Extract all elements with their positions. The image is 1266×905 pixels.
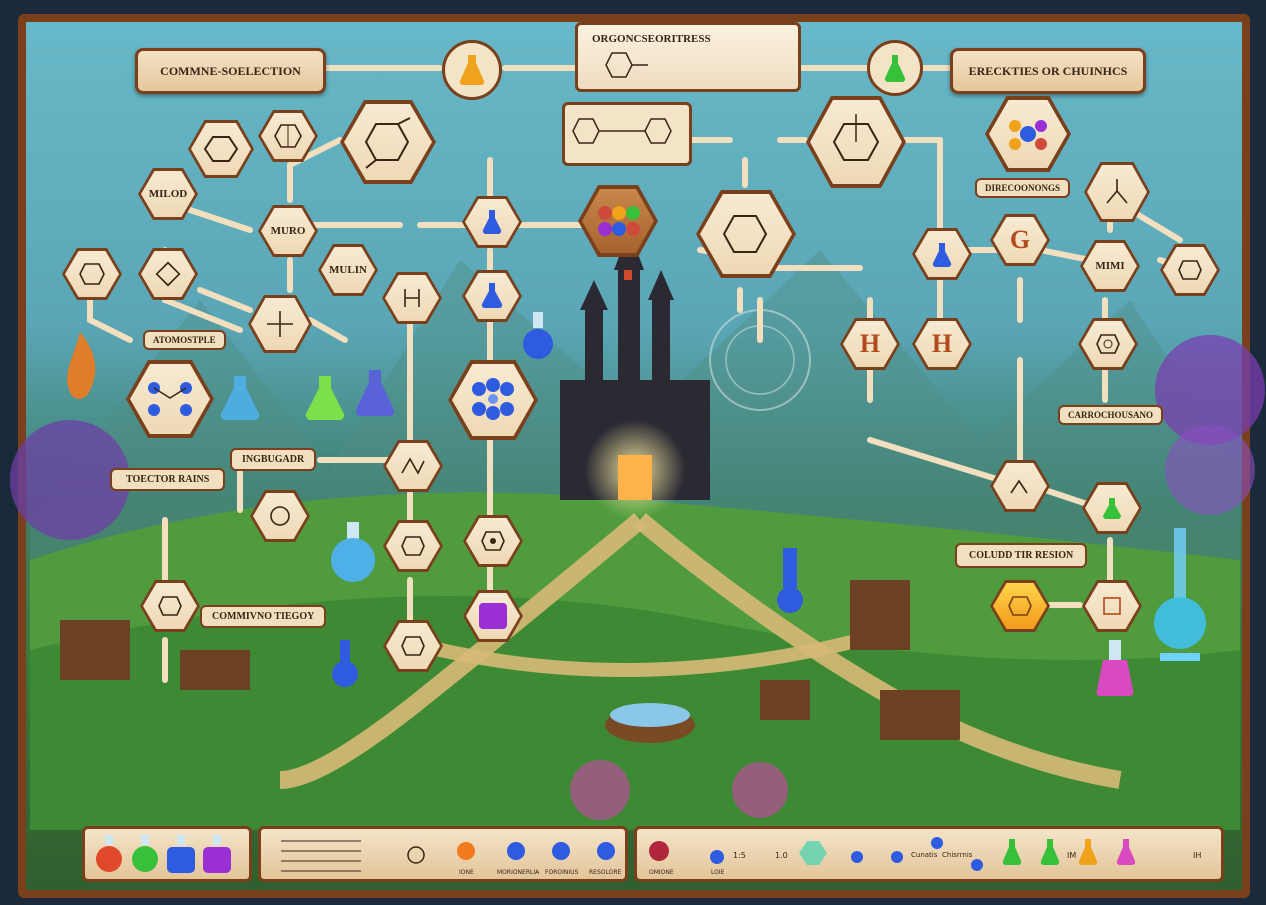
potion-blue xyxy=(167,835,195,873)
flask-icon xyxy=(480,281,504,311)
molecule-icon xyxy=(1007,473,1033,499)
formula-card-1[interactable] xyxy=(562,102,692,166)
right-label-0: OMIONE xyxy=(649,869,674,876)
potion-red xyxy=(96,835,122,872)
flask-pink[interactable] xyxy=(1095,640,1135,700)
inventory-slot-potions xyxy=(82,826,252,882)
toector-rains-text: TOECTOR RAINS xyxy=(126,474,209,485)
molecule-icon xyxy=(400,633,426,659)
banner-right: ERECKTIES OR CHUINHCS xyxy=(950,48,1146,94)
inventory-slot-reagents: OMIONE LOIE 1:5 1.0 Cunatis Chisrrnis IM… xyxy=(634,826,1224,882)
label-commivno: COMMIVNO TIEGOY xyxy=(200,605,326,628)
label-colud-tir-resion: COLUDD TIR RESION xyxy=(955,543,1087,568)
mid-label-1: MORIONERLIA xyxy=(497,869,539,876)
right-num-2: IH xyxy=(1193,851,1201,860)
mid-label-2: FOROINIUS xyxy=(545,869,578,876)
flask-icon xyxy=(931,241,953,267)
molecule-icon xyxy=(358,114,418,170)
molecule-icon xyxy=(400,453,426,479)
banner-center-text: ORGONCSEORITRESS xyxy=(592,33,711,45)
molecule-icon xyxy=(565,105,683,157)
orb-cluster-icon xyxy=(142,376,198,422)
atomostple-text: ATOMOSTPLE xyxy=(153,335,216,345)
molecule-icon xyxy=(273,121,303,151)
mimi-label: MIMI xyxy=(1095,260,1124,272)
muro-label: MURO xyxy=(271,225,306,237)
flask-blue-1[interactable] xyxy=(520,310,556,360)
molecule-icon xyxy=(1103,177,1131,207)
banner-left: COMMNE-SOELECTION xyxy=(135,48,326,94)
flask-round-blue[interactable] xyxy=(325,520,381,584)
label-ingbugadr: INGBUGADR xyxy=(230,448,316,471)
label-carrochousano: CARROCHOUSANO xyxy=(1058,405,1163,425)
right-word-1: Chisrrnis xyxy=(942,851,972,859)
banner-left-text: COMMNE-SOELECTION xyxy=(160,64,301,79)
molecule-icon xyxy=(154,260,182,288)
molecule-icon xyxy=(716,206,776,262)
right-num: IM xyxy=(1067,851,1076,860)
molecule-icon xyxy=(824,112,888,172)
direcoonongs-text: DIRECOONONGS xyxy=(985,183,1060,193)
potion-node-green[interactable] xyxy=(867,40,923,96)
molecule-icon xyxy=(1177,257,1203,283)
label-toector-rains: TOECTOR RAINS xyxy=(110,468,225,491)
banner-right-text: ERECKTIES OR CHUINHCS xyxy=(969,64,1128,79)
fire-icon xyxy=(55,330,105,410)
flask-icon xyxy=(1102,496,1122,520)
molecule-icon xyxy=(1099,593,1125,619)
label-direcoonongs: DIRECOONONGS xyxy=(975,178,1070,198)
potion-orange-icon xyxy=(457,53,487,87)
carrochousano-text: CARROCHOUSANO xyxy=(1068,410,1153,420)
molecule-icon xyxy=(480,528,506,554)
banner-center: ORGONCSEORITRESS xyxy=(575,22,801,92)
potion-green-icon xyxy=(882,53,908,83)
crate-icon xyxy=(593,201,643,241)
bottom-inventory: IONE MORIONERLIA FOROINIUS RESOLORE OMIO… xyxy=(82,826,1232,882)
commivno-text: COMMIVNO TIEGOY xyxy=(212,611,314,622)
flask-blue-3[interactable] xyxy=(775,548,805,618)
mid-label-0: IONE xyxy=(459,869,474,876)
mulin-label: MULIN xyxy=(329,264,367,276)
right-label-2: 1:5 xyxy=(733,851,746,860)
molecule-icon xyxy=(157,593,183,619)
letter-h-2: H xyxy=(932,329,952,359)
letter-g: G xyxy=(1010,225,1030,255)
right-label-3: 1.0 xyxy=(775,851,788,860)
right-word-0: Cunatis xyxy=(911,851,937,859)
flask-glowing-blue[interactable] xyxy=(1150,528,1210,668)
flask-blue-purple[interactable] xyxy=(355,368,395,418)
letter-h-1: H xyxy=(860,329,880,359)
potion-green xyxy=(132,835,158,872)
potion-row xyxy=(85,829,249,879)
molecule-icon xyxy=(598,47,658,83)
flask-green[interactable] xyxy=(305,374,345,422)
gem-icon xyxy=(1003,112,1053,156)
molecule-icon xyxy=(400,533,426,559)
flask-cyan[interactable] xyxy=(220,374,260,422)
ingbugadr-text: INGBUGADR xyxy=(242,454,304,465)
molecule-icon xyxy=(399,285,425,311)
flask-icon xyxy=(481,208,503,236)
molecule-icon xyxy=(1007,593,1033,619)
label-atomostple: ATOMOSTPLE xyxy=(143,330,226,350)
milod-label: MILOD xyxy=(149,188,188,200)
right-label-1: LOIE xyxy=(711,869,724,876)
purple-potion-icon xyxy=(479,603,507,629)
inventory-slot-notes: IONE MORIONERLIA FOROINIUS RESOLORE xyxy=(258,826,628,882)
molecule-icon xyxy=(1095,331,1121,357)
molecule-icon xyxy=(78,260,106,288)
colud-tir-resion-text: COLUDD TIR RESION xyxy=(969,550,1073,561)
molecule-icon xyxy=(265,309,295,339)
mid-label-3: RESOLORE xyxy=(589,869,621,876)
potion-node-orange[interactable] xyxy=(442,40,502,100)
potion-purple xyxy=(203,835,231,873)
orb-cluster-icon xyxy=(465,375,521,425)
molecule-icon xyxy=(267,503,293,529)
benzene-icon xyxy=(203,134,239,164)
flask-blue-2[interactable] xyxy=(330,640,360,690)
